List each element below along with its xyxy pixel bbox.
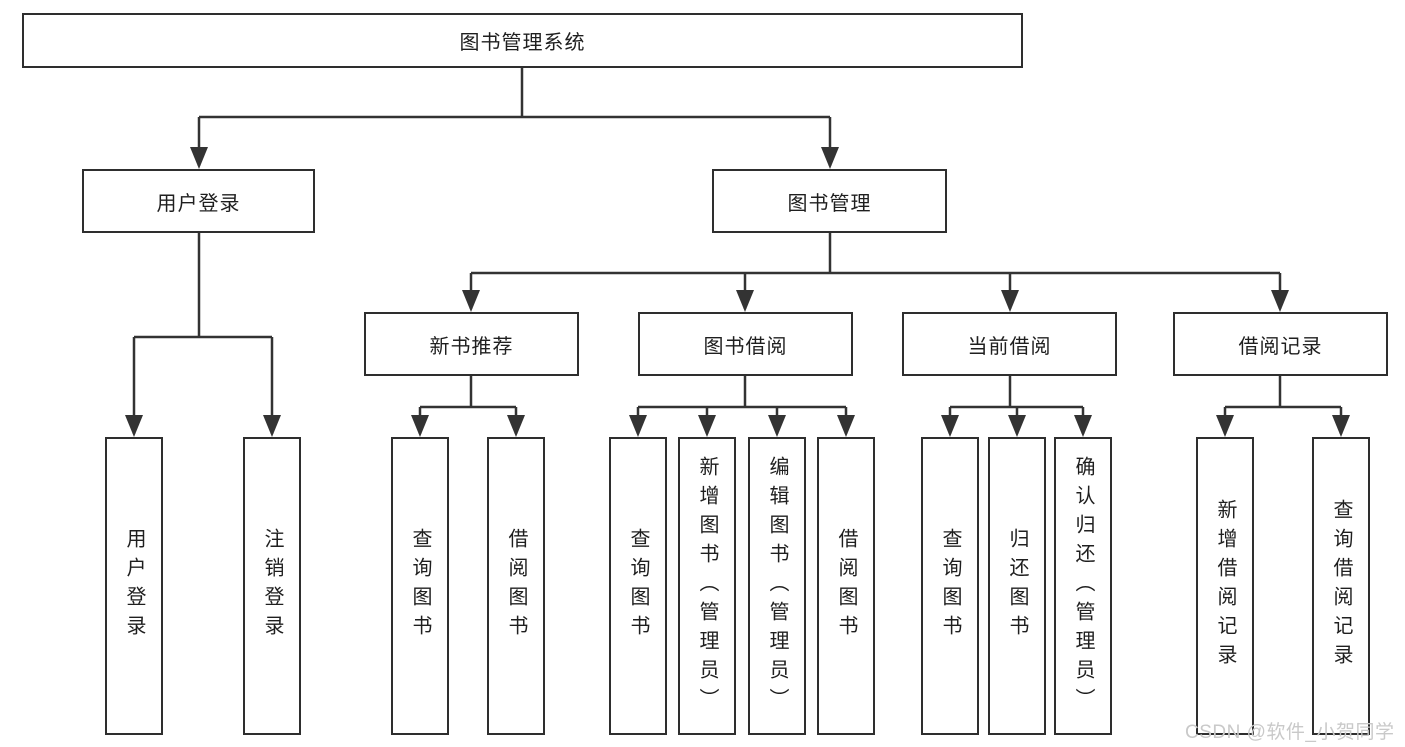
leaf-edit-book-admin: 编辑图书（管理员） xyxy=(748,437,806,735)
node-borrow-record: 借阅记录 xyxy=(1173,312,1388,376)
csdn-watermark: CSDN @软件_小贺同学 xyxy=(1185,722,1395,743)
leaf-query-borrow-record: 查询借阅记录 xyxy=(1312,437,1370,735)
leaf-confirm-return-admin: 确认归还（管理员） xyxy=(1054,437,1112,735)
node-book-borrow: 图书借阅 xyxy=(638,312,853,376)
leaf-logout: 注销登录 xyxy=(243,437,301,735)
leaf-borrow-book-recommend: 借阅图书 xyxy=(487,437,545,735)
leaf-add-borrow-record: 新增借阅记录 xyxy=(1196,437,1254,735)
leaf-query-book: 查询图书 xyxy=(609,437,667,735)
leaf-query-book-recommend: 查询图书 xyxy=(391,437,449,735)
node-user-login: 用户登录 xyxy=(82,169,315,233)
leaf-add-book-admin: 新增图书（管理员） xyxy=(678,437,736,735)
leaf-user-login: 用户登录 xyxy=(105,437,163,735)
node-system-root: 图书管理系统 xyxy=(22,13,1023,68)
node-current-borrow: 当前借阅 xyxy=(902,312,1117,376)
leaf-return-book: 归还图书 xyxy=(988,437,1046,735)
node-book-management: 图书管理 xyxy=(712,169,947,233)
node-new-book-recommend: 新书推荐 xyxy=(364,312,579,376)
arrowheads xyxy=(125,147,1350,437)
leaf-query-book-current: 查询图书 xyxy=(921,437,979,735)
leaf-borrow-book: 借阅图书 xyxy=(817,437,875,735)
